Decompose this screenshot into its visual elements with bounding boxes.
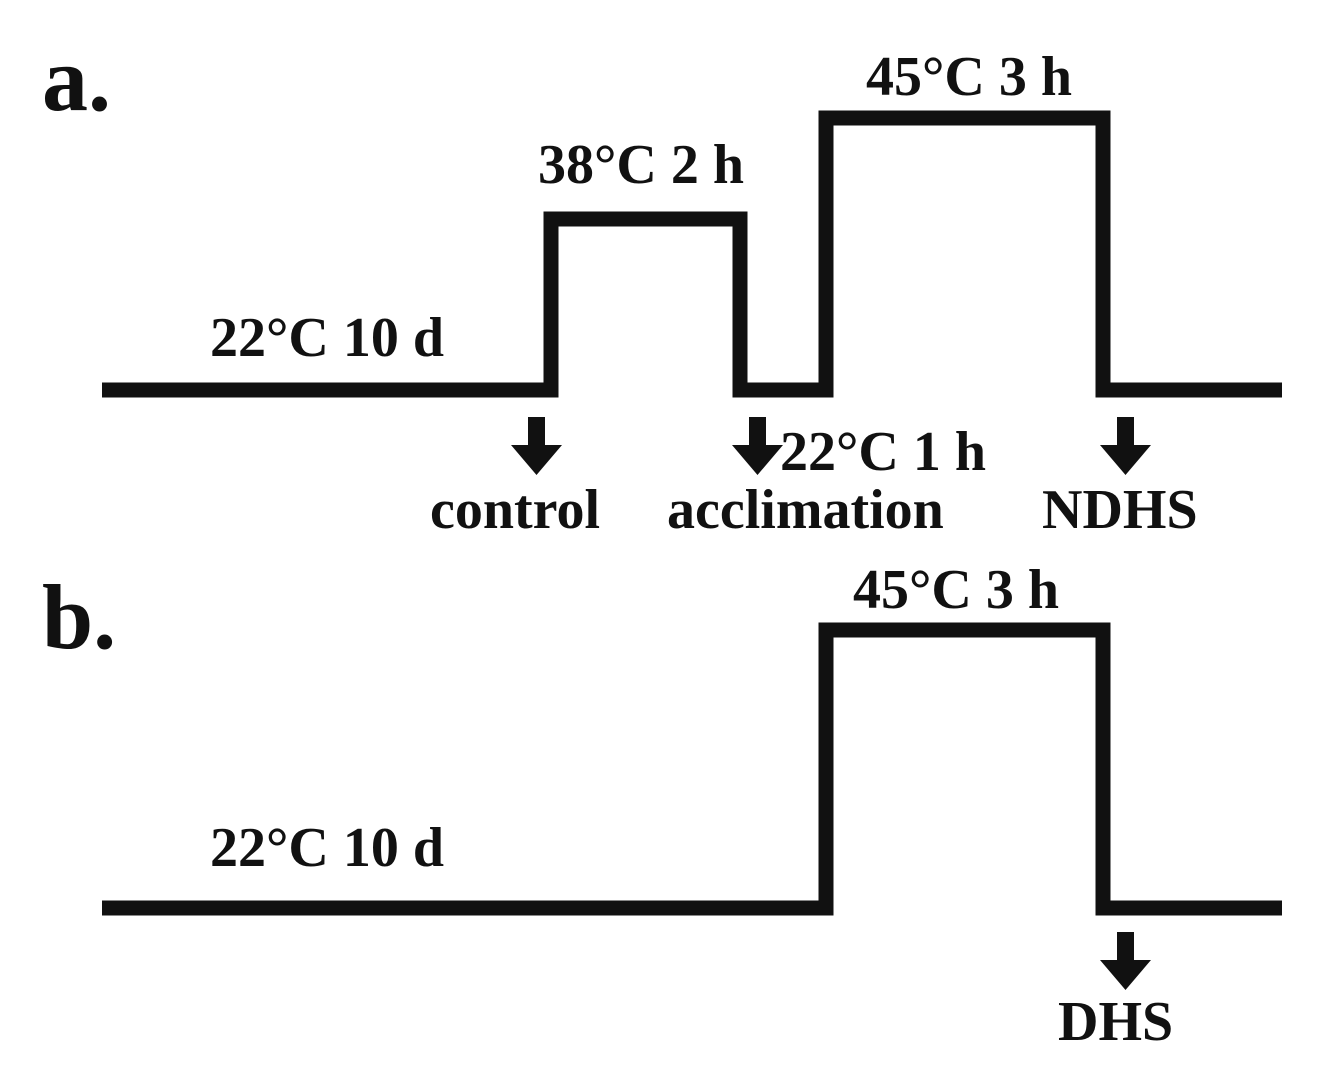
panel-a-recovery-label: 22°C 1 h: [780, 421, 986, 483]
sample-label-acclimation: acclimation: [667, 479, 944, 541]
sample-label-ndhs: NDHS: [1042, 479, 1198, 541]
panel-a-pulse2-label: 45°C 3 h: [866, 46, 1072, 108]
sample-label-dhs: DHS: [1058, 991, 1173, 1053]
panel-b-baseline-label: 22°C 10 d: [210, 817, 444, 879]
panel-b-letter: b.: [42, 566, 116, 668]
panel-a-pulse1-label: 38°C 2 h: [538, 134, 744, 196]
down-arrow-icon: [1100, 932, 1151, 990]
panel-a-baseline-label: 22°C 10 d: [210, 307, 444, 369]
down-arrow-icon: [1100, 417, 1151, 475]
panel-b-pulse-label: 45°C 3 h: [853, 559, 1059, 621]
panel-a-temperature-trace: [102, 110, 1282, 398]
panel-a-letter: a.: [42, 28, 111, 130]
panel-b-temperature-trace: [102, 622, 1282, 916]
panel-a: a. 22°C 10 d 38°C 2 h 45°C 3 h 22°C 1 h …: [42, 28, 1282, 541]
down-arrow-icon: [511, 417, 562, 475]
down-arrow-icon: [732, 417, 783, 475]
sample-label-control: control: [430, 479, 600, 541]
panel-b: b. 22°C 10 d 45°C 3 h DHS: [42, 559, 1282, 1053]
